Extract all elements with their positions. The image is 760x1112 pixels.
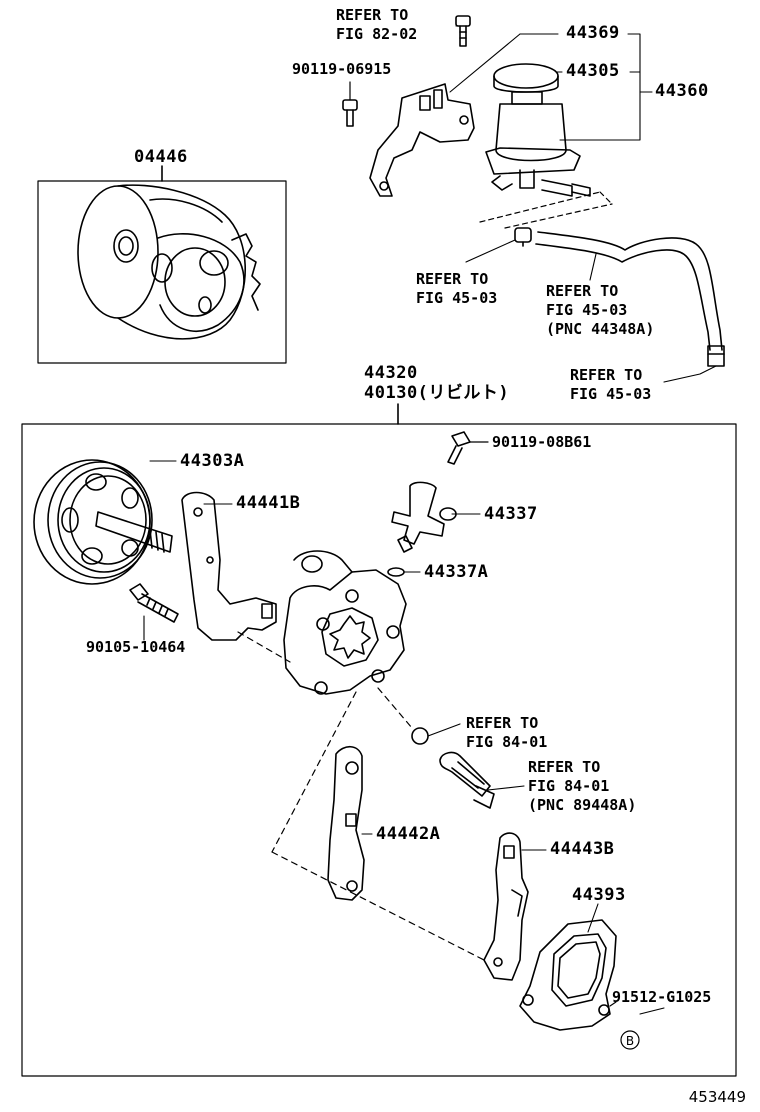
bracket-44443B-drawing <box>483 832 529 981</box>
bolt-90119-06915-drawing <box>342 81 358 127</box>
label-44305: 44305 <box>566 61 620 81</box>
o-ring-refer-84-01-drawing <box>411 727 429 745</box>
label-refer-fig-84-01-oring: REFER TO FIG 84-01 <box>466 714 548 751</box>
bolt-refer-82-02-drawing <box>455 15 471 47</box>
label-refer-fig-45-03-hose: REFER TO FIG 45-03 (PNC 44348A) <box>546 282 655 338</box>
bracket-44442A-drawing <box>327 745 365 901</box>
label-44369: 44369 <box>566 23 620 43</box>
o-ring-44337A-drawing <box>387 567 405 577</box>
label-refer-fig-82-02: REFER TO FIG 82-02 <box>336 6 418 43</box>
label-44337A: 44337A <box>424 562 489 582</box>
kit-04446-frame <box>37 180 287 364</box>
hose-44348A-drawing <box>535 231 725 367</box>
label-90119-08B61: 90119-08B61 <box>492 433 592 451</box>
bracket-44441B-drawing <box>181 491 277 641</box>
main-assembly-frame <box>21 423 737 1077</box>
label-refer-fig-45-03-end: REFER TO FIG 45-03 <box>570 366 652 403</box>
tank-hose-dashed <box>479 191 613 229</box>
reservoir-tank-44360-drawing <box>485 63 591 197</box>
pressure-switch-89448A-drawing <box>439 751 495 809</box>
reservoir-bracket-44369-drawing <box>369 83 475 197</box>
label-44442A: 44442A <box>376 824 441 844</box>
label-refer-fig-45-03-clip: REFER TO FIG 45-03 <box>416 270 498 307</box>
pulley-44303A-drawing <box>33 459 173 585</box>
label-44441B: 44441B <box>236 493 301 513</box>
label-44443B: 44443B <box>550 839 615 859</box>
label-90105-10464: 90105-10464 <box>86 638 186 656</box>
assembly-dashed-lines <box>237 631 485 961</box>
figure-id: 453449 <box>688 1088 746 1106</box>
bolt-90105-10464-drawing <box>129 583 179 623</box>
label-90119-06915: 90119-06915 <box>292 60 392 78</box>
label-91512-G1025: 91512-G1025 <box>612 988 712 1006</box>
label-44393: 44393 <box>572 885 626 905</box>
cover-44393-drawing <box>519 919 617 1031</box>
label-44320: 44320 <box>364 363 418 383</box>
pump-body-drawing <box>283 550 407 695</box>
label-refer-fig-84-01-switch: REFER TO FIG 84-01 (PNC 89448A) <box>528 758 637 814</box>
circle-b-mark <box>620 1030 640 1050</box>
leader-lines <box>143 25 717 1015</box>
union-44337-drawing <box>391 481 457 553</box>
bolt-90119-08B61-drawing <box>447 431 489 465</box>
label-04446: 04446 <box>134 147 188 167</box>
circle-b-text: B <box>626 1034 634 1048</box>
label-44337: 44337 <box>484 504 538 524</box>
label-40130: 40130(リビルト) <box>364 383 510 403</box>
label-44303A: 44303A <box>180 451 245 471</box>
label-44360: 44360 <box>655 81 709 101</box>
hose-clip-drawing <box>514 227 532 247</box>
seal-kit-04446-drawing <box>77 184 261 340</box>
